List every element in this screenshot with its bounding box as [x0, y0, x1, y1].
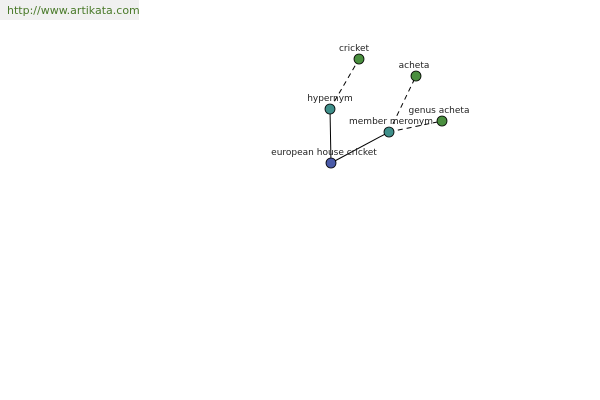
edge-member-meronym-acheta [388, 75, 417, 133]
node-label-acheta: acheta [399, 61, 430, 71]
graph-edges [329, 58, 443, 164]
edge-hypernym-cricket [329, 58, 360, 110]
node-hypernym[interactable]: hypernym [307, 94, 353, 115]
node-european-house-cricket[interactable]: european house cricket [271, 148, 377, 169]
node-cricket[interactable]: cricket [339, 44, 370, 65]
node-label-european-house-cricket: european house cricket [271, 148, 377, 158]
graph-nodes: european house cricket hypernym cricket … [271, 44, 470, 169]
node-acheta[interactable]: acheta [399, 61, 430, 82]
node-label-genus-acheta: genus acheta [409, 106, 470, 116]
node-label-hypernym: hypernym [307, 94, 353, 104]
node-member-meronym[interactable]: member meronym [349, 117, 433, 138]
edge-european-house-cricket-member-meronym [330, 131, 390, 164]
node-label-member-meronym: member meronym [349, 117, 433, 127]
site-url-link[interactable]: http://www.artikata.com [0, 0, 140, 20]
node-genus-acheta[interactable]: genus acheta [409, 106, 470, 127]
edge-european-house-cricket-hypernym [329, 108, 332, 164]
edge-member-meronym-genus-acheta [388, 120, 443, 133]
node-label-cricket: cricket [339, 44, 370, 54]
